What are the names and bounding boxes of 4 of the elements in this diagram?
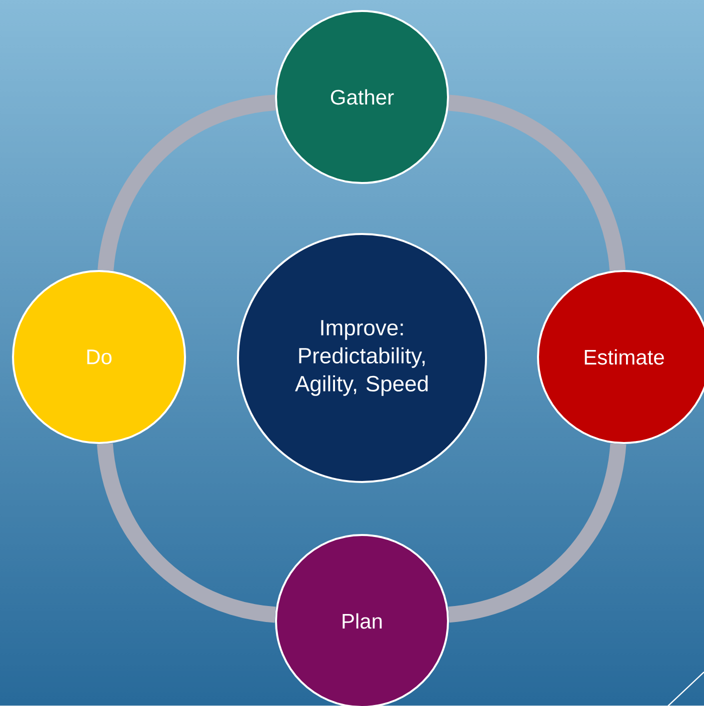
ring-arc — [448, 442, 626, 623]
ring-arc — [98, 94, 276, 272]
ring-arc — [96, 442, 276, 623]
ring-arc — [448, 94, 626, 272]
